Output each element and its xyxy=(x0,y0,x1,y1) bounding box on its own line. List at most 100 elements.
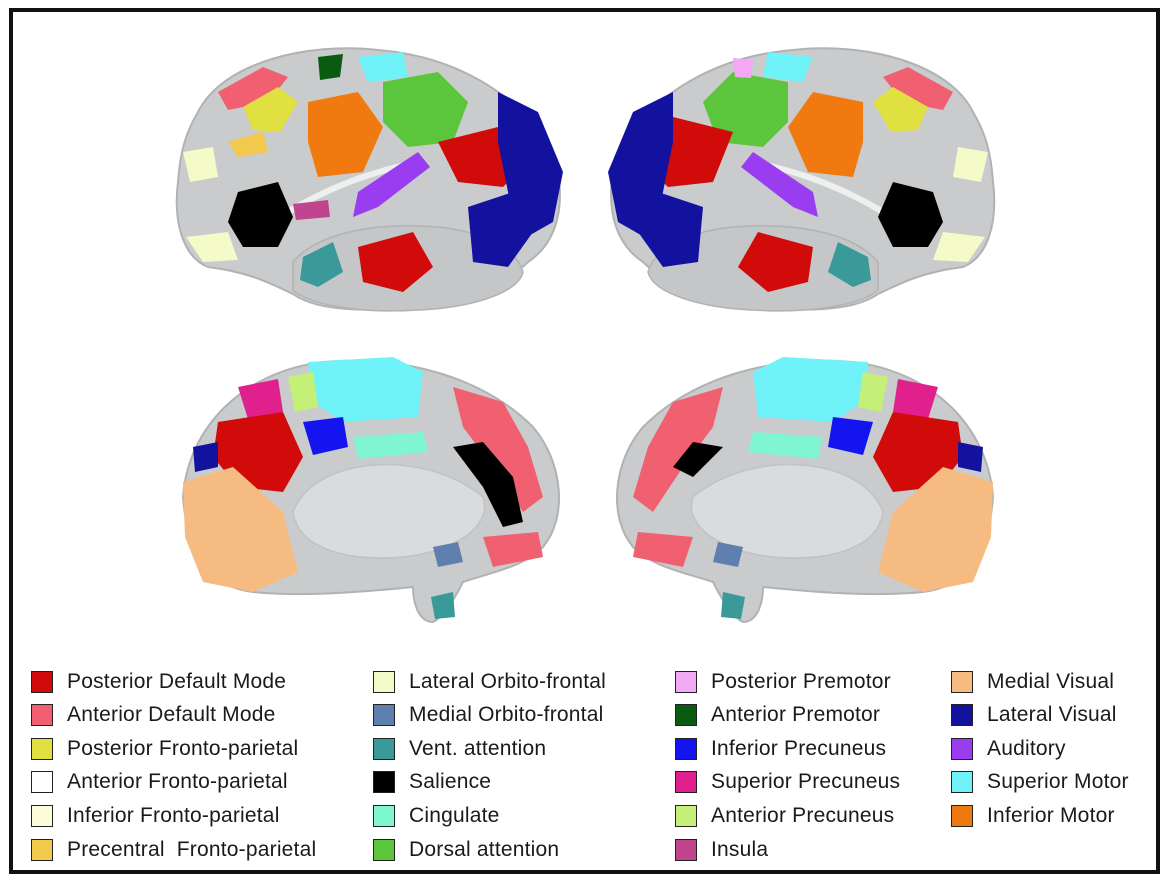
legend-item: Anterior Premotor xyxy=(675,702,880,728)
region-cingulate xyxy=(353,432,428,459)
region-medial-orbitofrontal xyxy=(713,542,743,567)
region-vent-attention xyxy=(828,242,871,287)
region-anterior-default-mode-2 xyxy=(633,532,693,567)
legend-swatch xyxy=(373,704,395,726)
region-anterior-default-mode xyxy=(883,67,953,110)
region-vent-attention xyxy=(721,592,745,619)
legend-swatch xyxy=(675,839,697,861)
region-inferior-precuneus xyxy=(303,417,348,455)
region-auditory xyxy=(353,152,430,217)
region-superior-motor xyxy=(763,52,813,82)
region-posterior-frontoparietal xyxy=(243,87,298,132)
region-medial-orbitofrontal xyxy=(433,542,463,567)
region-inferior-precuneus xyxy=(828,417,873,455)
region-salience xyxy=(228,182,293,247)
legend-label: Posterior Premotor xyxy=(711,670,891,693)
region-salience xyxy=(878,182,943,247)
legend-swatch xyxy=(373,771,395,793)
region-anterior-default-mode xyxy=(453,387,543,512)
legend-label: Insula xyxy=(711,838,769,861)
region-lateral-orbitofrontal-2 xyxy=(933,232,985,262)
right-medial-brain xyxy=(603,347,1013,627)
region-superior-motor xyxy=(308,357,423,422)
region-insula xyxy=(293,200,330,220)
legend-label: Salience xyxy=(409,770,492,793)
region-posterior-frontoparietal xyxy=(873,87,928,132)
legend-item: Inferior Precuneus xyxy=(675,736,886,762)
legend-item: Posterior Premotor xyxy=(675,669,891,695)
region-anterior-precuneus xyxy=(858,372,888,412)
legend-item: Anterior Precuneus xyxy=(675,803,894,829)
legend-item: Medial Orbito-frontal xyxy=(373,702,603,728)
legend-label: Superior Precuneus xyxy=(711,770,901,793)
region-salience xyxy=(453,442,523,527)
legend-swatch xyxy=(675,704,697,726)
legend-item: Auditory xyxy=(951,736,1066,762)
legend-label: Cingulate xyxy=(409,804,500,827)
region-anterior-default-mode-2 xyxy=(483,532,543,567)
legend-label: Posterior Fronto-parietal xyxy=(67,737,299,760)
legend-swatch xyxy=(31,771,53,793)
legend-label: Dorsal attention xyxy=(409,838,560,861)
region-precentral-frontoparietal xyxy=(228,132,268,157)
legend-swatch xyxy=(675,771,697,793)
legend-label: Medial Orbito-frontal xyxy=(409,703,604,726)
legend-swatch xyxy=(373,839,395,861)
legend-swatch xyxy=(373,805,395,827)
legend-label: Anterior Fronto-parietal xyxy=(67,770,288,793)
legend-item: Precentral Fronto-parietal xyxy=(31,837,316,863)
region-vent-attention xyxy=(300,242,343,287)
legend-item: Inferior Fronto-parietal xyxy=(31,803,280,829)
legend-swatch xyxy=(373,671,395,693)
region-lateral-orbitofrontal xyxy=(183,147,218,182)
region-dorsal-attention xyxy=(383,72,468,147)
legend-label: Vent. attention xyxy=(409,737,547,760)
legend-swatch xyxy=(31,805,53,827)
legend-item: Dorsal attention xyxy=(373,837,559,863)
region-anterior-default-mode xyxy=(218,67,288,110)
region-lateral-visual xyxy=(958,442,983,472)
legend-swatch xyxy=(951,704,973,726)
legend-item: Posterior Default Mode xyxy=(31,669,286,695)
legend-swatch xyxy=(675,738,697,760)
legend-item: Inferior Motor xyxy=(951,803,1115,829)
legend-item: Insula xyxy=(675,837,768,863)
region-auditory xyxy=(741,152,818,217)
region-posterior-default-mode-2 xyxy=(358,232,433,292)
legend-label: Anterior Default Mode xyxy=(67,703,276,726)
region-anterior-premotor xyxy=(318,54,343,80)
legend-label: Medial Visual xyxy=(987,670,1115,693)
region-superior-motor xyxy=(753,357,868,422)
region-salience xyxy=(673,442,723,477)
region-inferior-motor xyxy=(308,92,383,177)
region-medial-visual xyxy=(878,467,993,592)
legend-swatch xyxy=(951,805,973,827)
legend-swatch xyxy=(31,738,53,760)
legend-label: Posterior Default Mode xyxy=(67,670,287,693)
region-anterior-default-mode xyxy=(633,387,723,512)
corpus-callosum xyxy=(292,463,486,559)
legend-label: Superior Motor xyxy=(987,770,1129,793)
region-posterior-premotor xyxy=(733,58,753,78)
region-lateral-visual-2 xyxy=(468,192,533,267)
region-lateral-visual xyxy=(193,442,218,472)
legend-label: Lateral Orbito-frontal xyxy=(409,670,606,693)
legend-item: Superior Precuneus xyxy=(675,769,900,795)
region-medial-visual xyxy=(183,467,298,592)
legend-swatch xyxy=(675,805,697,827)
legend-label: Anterior Premotor xyxy=(711,703,881,726)
legend-label: Auditory xyxy=(987,737,1066,760)
region-vent-attention xyxy=(431,592,455,619)
region-lateral-orbitofrontal-2 xyxy=(186,232,238,262)
legend-item: Anterior Default Mode xyxy=(31,702,275,728)
legend-swatch xyxy=(31,839,53,861)
figure-frame: Posterior Default Mode Anterior Default … xyxy=(9,8,1160,874)
legend-item: Medial Visual xyxy=(951,669,1114,695)
legend-label: Anterior Precuneus xyxy=(711,804,895,827)
region-dorsal-attention xyxy=(703,72,788,147)
legend-item: Salience xyxy=(373,769,491,795)
region-superior-precuneus xyxy=(893,379,938,419)
legend-item: Vent. attention xyxy=(373,736,546,762)
legend-item: Superior Motor xyxy=(951,769,1129,795)
brain-views xyxy=(13,12,1156,662)
